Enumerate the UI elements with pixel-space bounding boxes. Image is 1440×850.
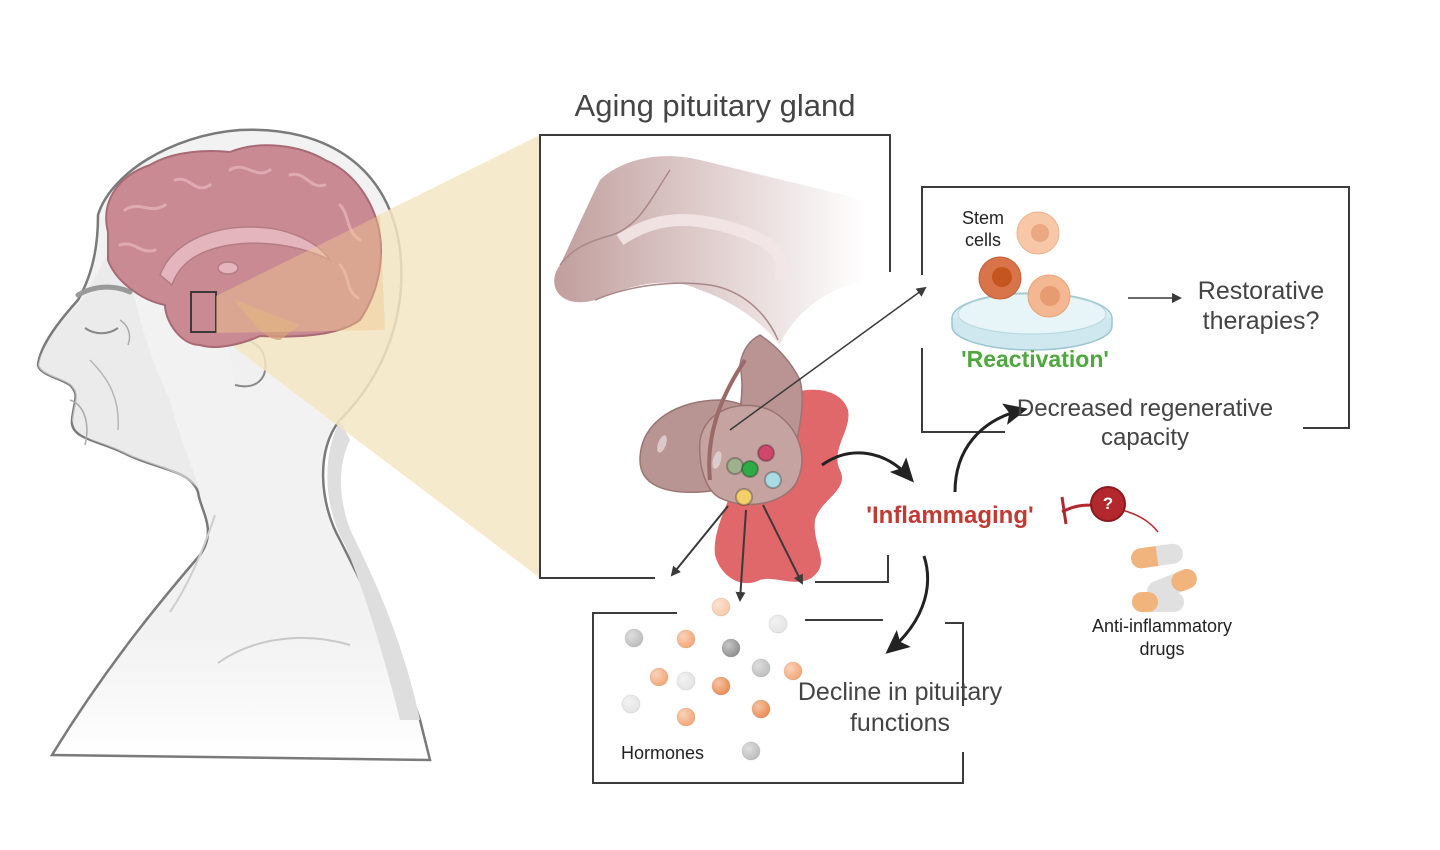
brainstem [235,300,300,340]
wrinkle [119,319,131,346]
gland-cells-group [726,444,782,506]
anti-inflammatory-pills [1131,543,1197,612]
brain-illustration [105,144,382,348]
hormone-particle [676,671,696,691]
cell-yellow [735,488,753,506]
hormones-label: Hormones [620,743,705,763]
gland-box-frame [539,134,891,583]
stem-cells-label: Stem cells [961,208,1004,250]
arrow-to-stem-cells [729,286,927,431]
hormone-particle [676,629,696,649]
eyebrow [75,284,133,298]
wrinkle [69,399,88,446]
arrow-hormone-left [670,505,729,577]
arrow-to-decline [885,555,929,654]
anti-inflammatory-drugs-label: Anti-inflammatory drugs [1091,616,1233,659]
neck-shadow [327,420,420,720]
cell-green [741,460,759,478]
pituitary-highlight-box [190,291,217,333]
inhibition-symbol [1060,486,1159,533]
hypothalamus-tissue [554,156,865,345]
hormone-particle [751,699,771,719]
brain-cerebrum [105,144,382,348]
ventricle-band [616,214,788,282]
question-badge [1090,486,1126,522]
question-mark-icon: ? [1102,494,1114,513]
decreased-capacity-label: Decreased regenerative capacity [1016,395,1274,452]
hormone-particle [676,707,696,727]
hormone-particle [649,667,669,687]
pituitary-gland-illustration [554,156,865,584]
arrow-hormone-right [762,504,803,585]
decline-pituitary-label: Decline in pituitary functions [797,678,1003,737]
cell-magenta [757,444,775,462]
hormone-particle [711,597,731,617]
hypothalamus-outline [559,169,779,341]
corpus-callosum [159,226,333,287]
brain-gyri [118,165,362,300]
diagram-title: Aging pituitary gland [574,88,856,123]
hormone-particle [751,658,771,678]
hormone-particle [768,614,788,634]
arrow-hormone-middle [735,509,747,602]
restorative-therapies-label: Restorative therapies? [1197,277,1325,335]
hormone-particles-group [621,597,803,761]
hormone-particle [741,741,761,761]
zoom-beam [215,135,540,578]
stem-cell [1027,274,1071,318]
inflammaging-label: 'Inflammaging' [866,502,1034,529]
hormone-particle [711,676,731,696]
thalamus [217,261,239,275]
closed-eye [84,327,119,335]
hormone-particle [621,694,641,714]
gland-highlight [712,451,722,469]
wrinkle [89,359,119,431]
neck-line [169,514,216,613]
stem-cell [1016,211,1060,255]
arrow-to-decreased-capacity [953,403,1028,493]
cleft-line [707,358,747,481]
hormone-particle [783,661,803,681]
shoulder-line [217,636,351,664]
face-shading [38,235,200,490]
petri-dish [951,292,1113,351]
cell-cyan [764,471,782,489]
zoom-beam-overlay [216,215,385,333]
hormone-particle [721,638,741,658]
arrow-gland-to-inflammaging [821,451,914,483]
stem-cell-activated [978,256,1022,300]
gland-highlight [657,435,667,453]
cell-olive [726,457,744,475]
hormone-particle [624,628,644,648]
hormone-box-frame [592,612,964,784]
reactivation-label: 'Reactivation' [961,346,1109,372]
